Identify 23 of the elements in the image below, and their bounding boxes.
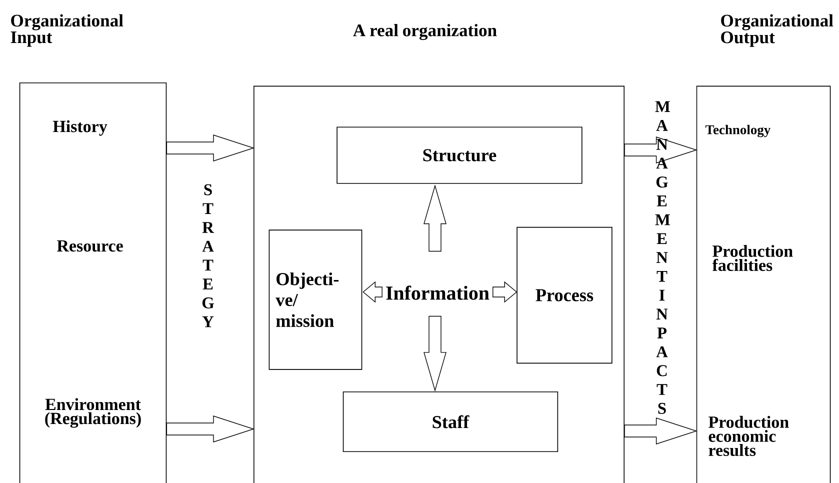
item-label: Environment (Regulations) bbox=[45, 398, 141, 428]
bare-text: Information bbox=[386, 286, 490, 300]
block-arrow bbox=[624, 418, 698, 444]
heading: A real organization bbox=[353, 24, 497, 40]
text-box: Structure bbox=[336, 126, 582, 184]
heading: Organizational Output bbox=[721, 14, 834, 47]
text-box: Objecti- ve/ mission bbox=[268, 230, 362, 370]
item-label: Production economic results bbox=[708, 416, 789, 456]
block-arrow bbox=[166, 134, 255, 162]
item-label: Technology bbox=[705, 124, 770, 138]
item-label: Production facilities bbox=[712, 244, 793, 271]
item-label: History bbox=[52, 120, 108, 136]
text-box: Process bbox=[516, 226, 612, 364]
block-arrow bbox=[424, 316, 446, 392]
heading: Organizational Input bbox=[10, 14, 124, 47]
block-arrow bbox=[424, 184, 446, 252]
block-arrow bbox=[166, 416, 255, 442]
block-arrow bbox=[624, 136, 698, 164]
vertical-label: STRATEGY bbox=[202, 184, 214, 328]
text-box: Staff bbox=[342, 391, 558, 452]
block-arrow bbox=[492, 281, 518, 303]
block-arrow bbox=[362, 281, 382, 303]
item-label: Resource bbox=[56, 240, 123, 252]
